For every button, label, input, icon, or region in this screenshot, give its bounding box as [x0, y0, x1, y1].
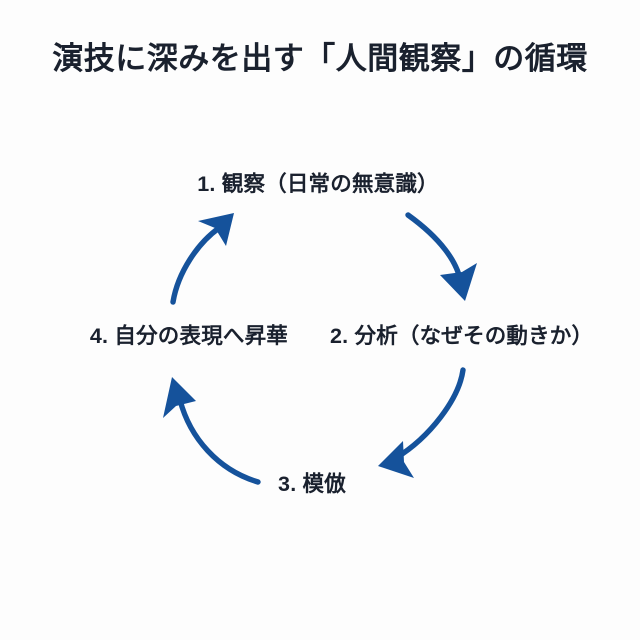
- cycle-step-2[interactable]: 2. 分析（なぜその動きか）: [330, 324, 594, 348]
- arrow-3-to-4: [163, 377, 261, 485]
- arrow-2-to-3: [378, 367, 466, 478]
- arrow-1-to-2: [405, 212, 477, 301]
- page-title: 演技に深みを出す「人間観察」の循環: [52, 41, 588, 76]
- cycle-step-1[interactable]: 1. 観察（日常の無意識）: [197, 172, 439, 196]
- arrow-4-to-1: [170, 213, 234, 305]
- cycle-step-4[interactable]: 4. 自分の表現へ昇華: [89, 324, 288, 348]
- cycle-step-3[interactable]: 3. 模倣: [278, 472, 346, 496]
